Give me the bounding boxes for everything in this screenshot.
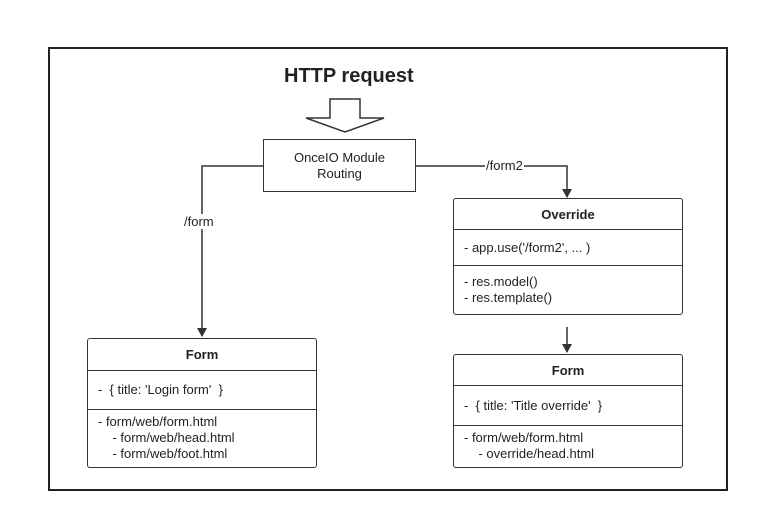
override-box: Override - app.use('/form2', ... ) - res… [453,198,683,315]
form-left-method: - form/web/foot.html [98,446,228,461]
override-box-methods: - res.model() - res.template() [454,266,682,313]
form-left-method: - form/web/form.html [98,414,218,429]
form-right-method: - override/head.html [464,446,595,461]
routing-line1: OnceIO Module [293,149,386,165]
connector-form2 [416,165,572,198]
form-right-title: Form [454,355,682,386]
form-right-attribute: - { title: 'Title override' } [464,397,603,413]
routing-box: OnceIO Module Routing [263,139,416,192]
connector-form [197,165,263,337]
override-attribute: - app.use('/form2', ... ) [464,239,591,255]
form-left-attribute: - { title: 'Login form' } [98,382,223,397]
form-box-right: Form - { title: 'Title override' } - for… [453,354,683,468]
form-left-methods: - form/web/form.html - form/web/head.htm… [88,410,316,466]
override-method: - res.model() [464,273,538,289]
diagram-frame [48,47,728,491]
form-left-attributes: - { title: 'Login form' } [88,371,316,410]
form-box-left: Form - { title: 'Login form' } - form/we… [87,338,317,468]
form-right-attributes: - { title: 'Title override' } [454,386,682,426]
override-method: - res.template() [464,289,553,305]
form-left-method: - form/web/head.html [98,430,235,445]
override-box-attributes: - app.use('/form2', ... ) [454,230,682,266]
form-right-method: - form/web/form.html [464,430,584,445]
override-box-title: Override [454,199,682,230]
edge-label-form: /form [183,214,215,229]
edge-label-form2: /form2 [485,158,524,173]
form-left-title: Form [88,339,316,371]
diagram-title: HTTP request [284,65,414,87]
routing-line2: Routing [317,165,362,181]
form-right-methods: - form/web/form.html - override/head.htm… [454,426,682,466]
request-arrow-icon [305,98,385,133]
